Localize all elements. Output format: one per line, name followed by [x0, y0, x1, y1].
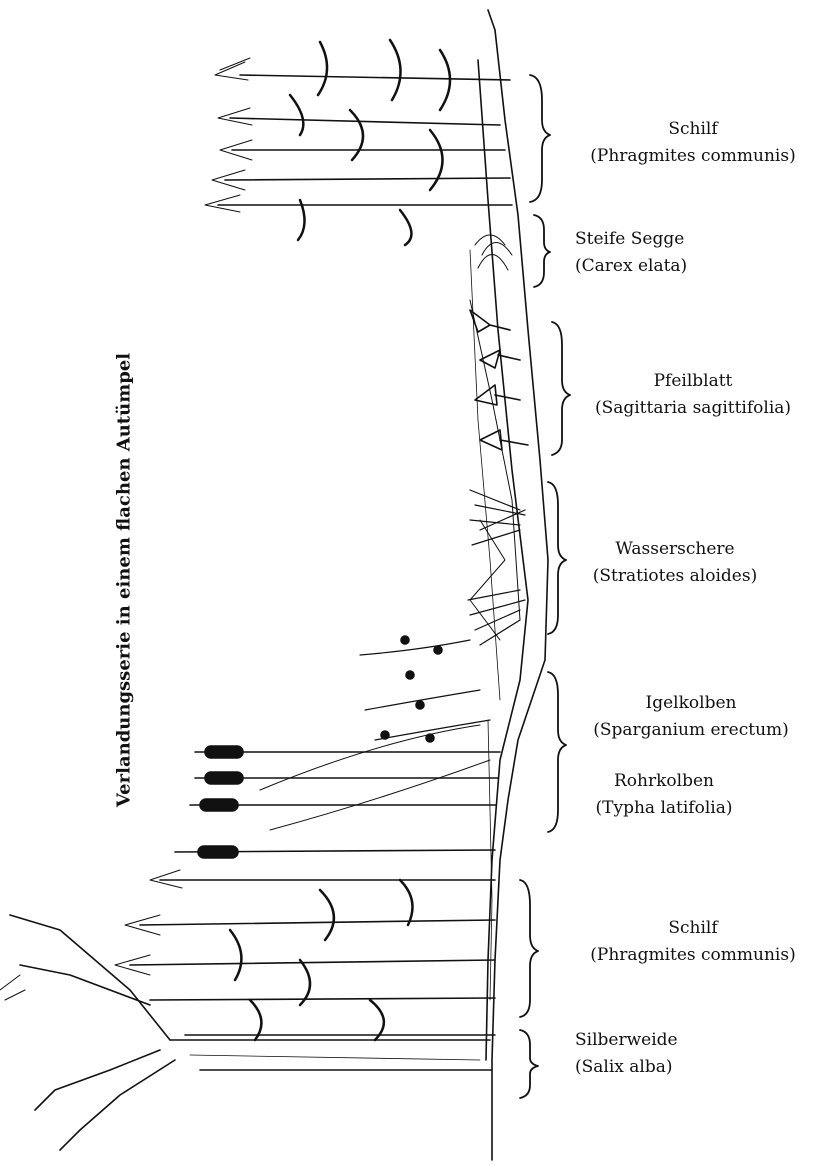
diagram-title: Verlandungsserie in einem flachen Autümp…	[114, 353, 135, 807]
zone-common-name: Pfeilblatt	[575, 368, 811, 395]
zone-latin-name: (Stratiotes aloides)	[575, 563, 775, 590]
zone-label-sparganium: Igelkolben (Sparganium erectum)	[575, 690, 807, 744]
zone-label-stratiotes: Wasserschere (Stratiotes aloides)	[575, 536, 775, 590]
zone-label-carex: Steife Segge (Carex elata)	[575, 226, 687, 280]
zone-common-name: Steife Segge	[575, 226, 687, 253]
zone-common-name: Rohrkolben	[575, 768, 753, 795]
zone-braces	[520, 75, 570, 1098]
cattail-plants	[175, 725, 500, 858]
zone-label-typha: Rohrkolben (Typha latifolia)	[575, 768, 753, 822]
zone-common-name: Silberweide	[575, 1027, 678, 1054]
zone-common-name: Schilf	[575, 116, 811, 143]
zone-latin-name: (Carex elata)	[575, 253, 687, 280]
zone-common-name: Schilf	[575, 915, 811, 942]
zone-latin-name: (Sparganium erectum)	[575, 717, 807, 744]
zone-latin-name: (Phragmites communis)	[575, 942, 811, 969]
willow-tree	[0, 915, 492, 1150]
zone-label-sagittaria: Pfeilblatt (Sagittaria sagittifolia)	[575, 368, 811, 422]
zone-label-salix: Silberweide (Salix alba)	[575, 1027, 678, 1081]
pond-bottom-profile	[470, 10, 548, 1160]
reed-group-lower	[115, 870, 495, 1040]
zone-label-schilf-lower: Schilf (Phragmites communis)	[575, 915, 811, 969]
zone-latin-name: (Salix alba)	[575, 1054, 678, 1081]
zone-latin-name: (Sagittaria sagittifolia)	[575, 395, 811, 422]
reed-group-upper	[205, 40, 512, 245]
zone-common-name: Wasserschere	[575, 536, 775, 563]
zone-latin-name: (Phragmites communis)	[575, 143, 811, 170]
zone-latin-name: (Typha latifolia)	[575, 795, 753, 822]
zone-common-name: Igelkolben	[575, 690, 807, 717]
zone-label-schilf-upper: Schilf (Phragmites communis)	[575, 116, 811, 170]
